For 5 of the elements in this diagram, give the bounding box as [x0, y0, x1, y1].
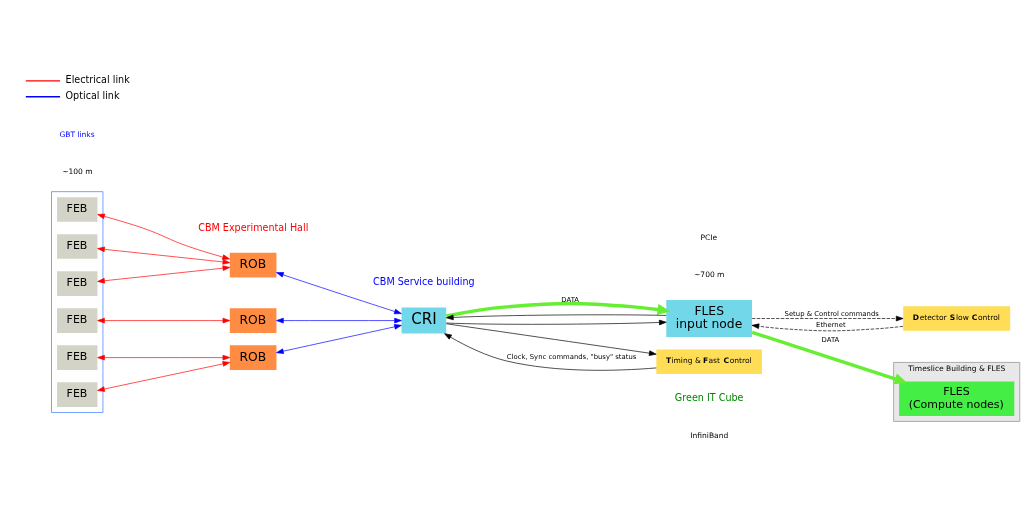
label: Green IT Cube: [674, 391, 743, 403]
legend-label: Electrical link: [65, 73, 130, 85]
legend-label: Optical link: [65, 89, 119, 101]
label: CBM Experimental Hall: [197, 221, 308, 233]
label: CBM Service building: [372, 275, 475, 287]
